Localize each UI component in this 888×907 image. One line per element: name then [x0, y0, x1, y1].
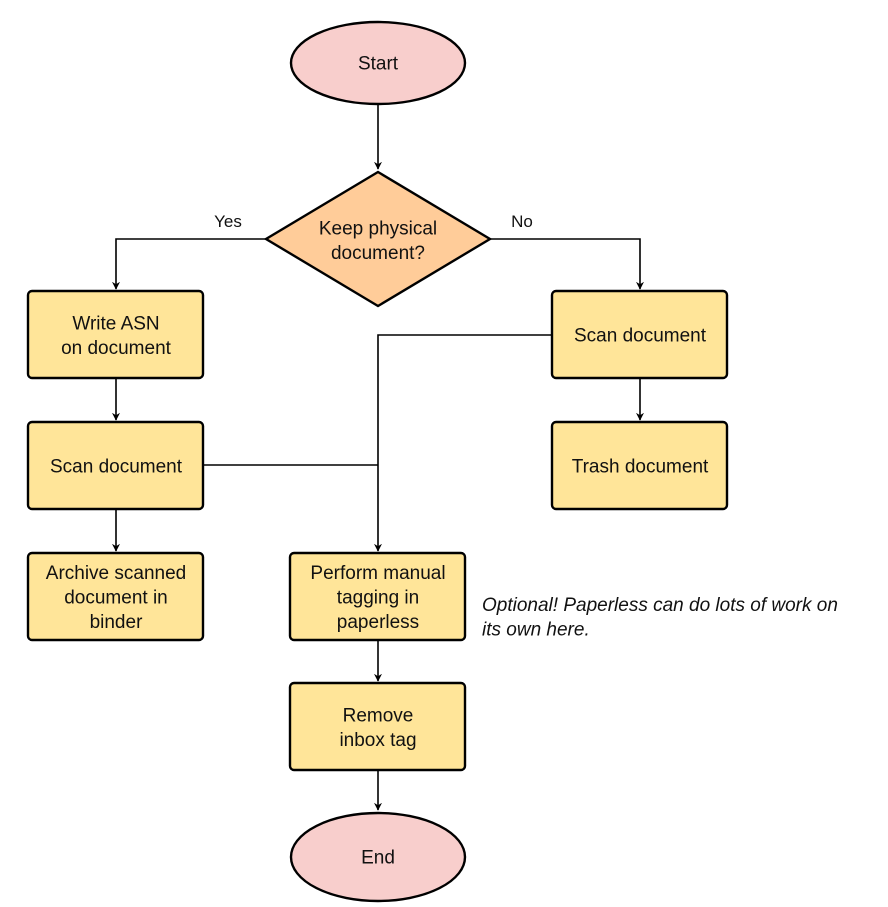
node-label-line: Keep physical: [319, 218, 437, 239]
node-label-line: tagging in: [337, 588, 419, 609]
note-line: its own here.: [482, 620, 590, 641]
node-labels: Start Keep physical document? Write ASN on…: [46, 54, 709, 869]
remove-inbox-tag-node: [288, 681, 467, 772]
end-label: End: [361, 848, 395, 869]
scan-document-left-label: Scan document: [50, 457, 183, 478]
end-node: [289, 811, 467, 903]
node-label-line: Archive scanned: [46, 563, 186, 584]
manual-tagging-node: [288, 551, 467, 642]
node-label-line: Start: [358, 54, 399, 75]
nodes: [26, 20, 729, 903]
node-label-line: binder: [90, 612, 143, 633]
write-asn-label: Write ASN on document: [61, 313, 172, 359]
note-line: Optional! Paperless can do lots of work …: [482, 595, 838, 616]
node-label-line: Remove: [343, 705, 414, 726]
node-label-line: paperless: [337, 612, 419, 633]
scan-document-right-label: Scan document: [574, 326, 707, 347]
edge-label-yes: Yes: [214, 212, 242, 231]
edge-label-no: No: [511, 212, 533, 231]
node-label-line: Scan document: [50, 457, 183, 478]
scan-document-left-node: [26, 420, 205, 511]
start-label: Start: [358, 54, 399, 75]
remove-inbox-tag-label: Remove inbox tag: [339, 705, 416, 751]
node-label-line: Scan document: [574, 326, 707, 347]
decision-label: Keep physical document?: [319, 218, 437, 263]
edge-scan-right-to-tagging: [374, 334, 552, 552]
connectors: [112, 104, 644, 811]
start-node: [289, 20, 467, 106]
node-label-line: Perform manual: [310, 563, 445, 584]
manual-tagging-label: Perform manual tagging in paperless: [310, 563, 445, 633]
optional-note: Optional! Paperless can do lots of work …: [482, 595, 838, 641]
trash-document-node: [550, 420, 729, 511]
node-label-line: document in: [64, 588, 168, 609]
node-label-line: Trash document: [572, 457, 709, 478]
edge-decision-no: [490, 238, 644, 290]
decision-node: [263, 170, 493, 308]
edge-decision-yes: [112, 238, 266, 290]
node-label-line: Write ASN: [72, 313, 159, 334]
trash-document-label: Trash document: [572, 457, 709, 478]
write-asn-node: [26, 289, 205, 380]
archive-node: [26, 551, 205, 642]
node-label-line: on document: [61, 338, 172, 359]
archive-label: Archive scanned document in binder: [46, 563, 186, 633]
node-label-line: End: [361, 848, 395, 869]
scan-document-right-node: [550, 289, 729, 380]
node-label-line: inbox tag: [339, 730, 416, 751]
node-label-line: document?: [331, 243, 425, 264]
